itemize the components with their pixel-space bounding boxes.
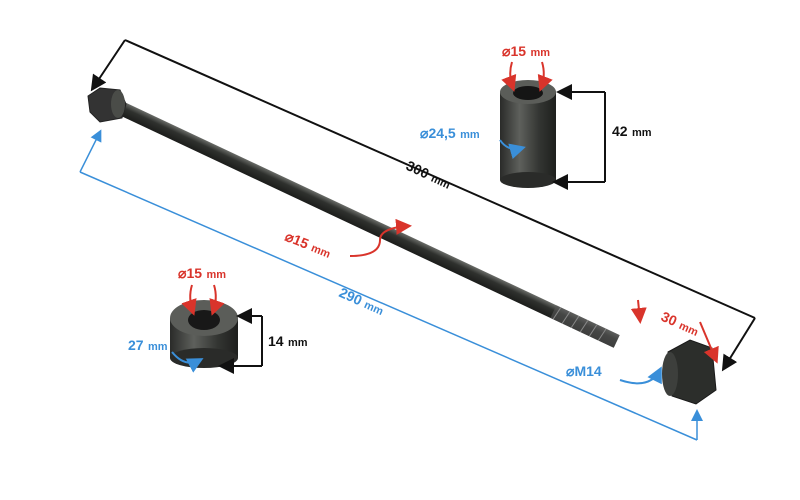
outer-diameter-arrows [171,139,662,385]
nut-washer [662,352,678,396]
thread-lines [552,307,607,341]
long-spacer-length-label: 42 mm [612,123,652,140]
axle-washer [111,90,125,118]
long-spacer [500,80,556,188]
axle-shaft [107,96,620,348]
thread-length-label: 30 mm [658,308,701,340]
inner-diameter-arrows [181,61,719,364]
short-spacer [170,300,238,368]
long-spacer-inner-label: ⌀15 mm [502,43,550,60]
overall-length-label: 300 mm [403,157,453,193]
overall-length-dimension [90,39,756,372]
axle-thread [550,305,620,348]
short-spacer-length-dimension [218,308,263,374]
short-spacer-outer-label: 27 mm [128,337,168,354]
long-spacer-length-dimension [552,84,606,190]
short-spacer-length-label: 14 mm [268,333,308,350]
shaft-length-dimension [79,129,703,441]
long-spacer-outer-label: ⌀24,5 mm [420,125,480,142]
shaft-diameter-label: ⌀15 mm [283,228,334,262]
thread-size-label: ⌀M14 [566,363,602,379]
short-spacer-inner-label: ⌀15 mm [178,265,226,282]
